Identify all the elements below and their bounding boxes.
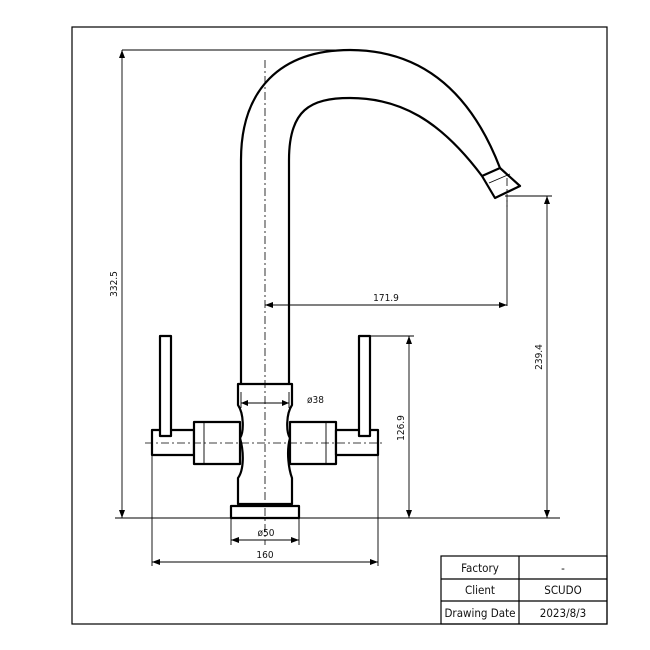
title-block-client-value: SCUDO [544,583,581,597]
base-diameter-label: ø50 [258,528,275,539]
center-lines [145,60,508,545]
title-block-date-value: 2023/8/3 [540,606,586,620]
body-diameter-label: ø38 [307,395,324,406]
left-lever [158,334,173,438]
total-height-label: 332.5 [109,271,120,297]
right-lever [357,334,372,438]
title-block-factory-value: - [561,561,565,575]
title-block: Factory - Client SCUDO Drawing Date 2023… [440,555,608,625]
handle-height-label: 126.9 [396,415,407,441]
title-block-client-label: Client [465,583,495,597]
left-handle-cap [150,428,196,457]
overall-width-label: 160 [256,550,273,561]
dimension-labels: 332.5 239.4 171.9 126.9 ø38 ø50 160 [109,271,545,561]
reach-label: 171.9 [373,293,399,304]
spout-inner-wall [287,96,483,384]
title-block-factory-label: Factory [461,561,499,575]
drawing-border [71,26,608,625]
spout-nozzle [480,166,522,200]
right-handle-cap [334,428,380,457]
outlet-height-label: 239.4 [534,344,545,370]
nozzle-tip-line [488,173,511,184]
faucet-outline [150,48,522,520]
dimension-lines [115,49,560,566]
title-block-date-label: Drawing Date [444,606,515,620]
